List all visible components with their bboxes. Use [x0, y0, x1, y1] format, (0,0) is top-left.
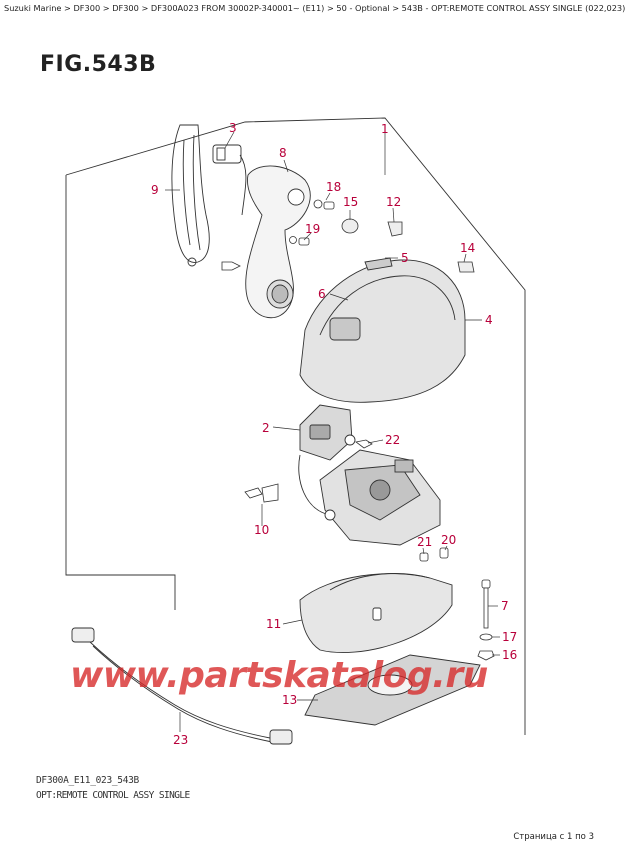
- callout-18: 18: [326, 180, 341, 194]
- callout-10: 10: [254, 523, 269, 537]
- page-counter: Страница с 1 по 3: [513, 832, 594, 842]
- part-18-screw: [313, 199, 335, 210]
- callout-5: 5: [401, 251, 409, 265]
- callout-20: 20: [441, 533, 456, 547]
- callout-11: 11: [266, 617, 281, 631]
- part-23-cable: [71, 627, 293, 745]
- part-8-lever-arm: [245, 165, 311, 319]
- callout-4: 4: [485, 313, 493, 327]
- callout-13: 13: [282, 693, 297, 707]
- part-15-cap: [341, 218, 359, 234]
- part-16-nut: [477, 650, 495, 661]
- breadcrumb: Suzuki Marine > DF300 > DF300 > DF300A02…: [4, 3, 625, 13]
- callout-23: 23: [173, 733, 188, 747]
- callout-19: 19: [305, 222, 320, 236]
- part-9-harness-bracket: [171, 124, 210, 267]
- part-4-cover: [299, 257, 466, 403]
- part-10-bracket: [244, 483, 279, 503]
- callout-8: 8: [279, 146, 287, 160]
- part-3-connector: [212, 144, 247, 216]
- part-14-plate: [457, 261, 475, 273]
- part-12-cap: [387, 221, 403, 237]
- callout-7: 7: [501, 599, 509, 613]
- bolt-8: [221, 261, 241, 271]
- callout-15: 15: [343, 195, 358, 209]
- callout-3: 3: [229, 121, 237, 135]
- callout-6: 6: [318, 287, 326, 301]
- part-11-base: [299, 573, 453, 653]
- part-17-washer: [479, 633, 493, 641]
- callout-9: 9: [151, 183, 159, 197]
- part-19-screw: [289, 236, 310, 246]
- figure-title: FIG.543B: [40, 52, 157, 77]
- watermark: www.partskatalog.ru: [70, 655, 488, 696]
- callout-22: 22: [385, 433, 400, 447]
- part-7-bolt: [481, 579, 491, 629]
- control-mechanism-assembly: [298, 449, 441, 546]
- exploded-parts-diagram: 1 2 3 4 5 6 7 8 9 10 11 12 13 14 15 16 1…: [65, 117, 526, 747]
- figure-description: OPT:REMOTE CONTROL ASSY SINGLE: [36, 790, 190, 801]
- callout-14: 14: [460, 241, 475, 255]
- callout-2: 2: [262, 421, 270, 435]
- callout-21: 21: [417, 535, 432, 549]
- callout-1: 1: [381, 122, 389, 136]
- assembly-boundary: [65, 175, 176, 610]
- callout-16: 16: [502, 648, 517, 662]
- callout-17: 17: [502, 630, 517, 644]
- part-20-21-screws: [419, 547, 449, 562]
- part-13-gasket: [304, 654, 481, 726]
- part-2-switch: [299, 404, 356, 461]
- part-22-screw: [355, 439, 373, 449]
- figure-code: DF300A_E11_023_543B: [36, 775, 139, 786]
- leader-lines: [165, 130, 500, 732]
- callout-12: 12: [386, 195, 401, 209]
